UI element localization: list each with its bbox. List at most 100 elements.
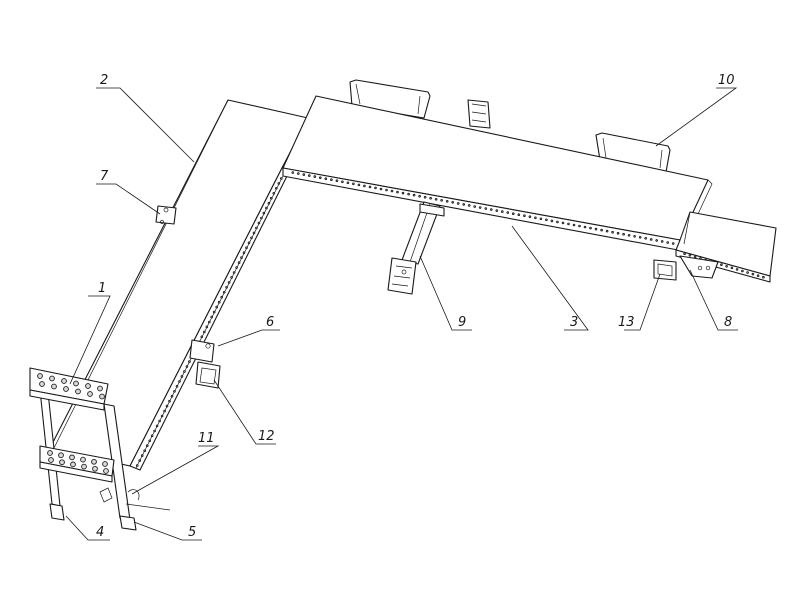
perforation-hole <box>429 196 432 200</box>
perforation-hole <box>473 205 477 208</box>
perforation-hole <box>633 235 636 238</box>
perforation-hole <box>556 220 559 224</box>
perforation-hole <box>583 225 587 229</box>
part-3-main-platform <box>282 95 713 251</box>
perforation-hole <box>225 285 228 289</box>
perforation-hole <box>561 221 565 225</box>
perforation-hole <box>165 404 169 408</box>
perforation-hole <box>756 274 760 278</box>
perforation-hole <box>222 290 226 294</box>
perforation-hole <box>173 389 176 393</box>
perforation-hole <box>440 199 443 202</box>
callout-labels: 1 2 3 4 5 6 7 8 9 10 11 12 13 <box>96 73 735 540</box>
perforation-hole <box>307 174 311 177</box>
perforation-hole <box>725 264 728 268</box>
perforation-hole <box>175 384 179 388</box>
perforation-hole <box>462 203 466 206</box>
perforation-hole <box>762 275 765 279</box>
perforation-hole <box>550 219 554 223</box>
part-2-walkway-left <box>49 99 309 471</box>
perforation-hole <box>272 192 276 195</box>
perforation-hole <box>390 189 394 193</box>
callout-9: 9 <box>458 315 466 330</box>
perforation-hole <box>247 241 251 245</box>
part-11-hook <box>99 487 171 511</box>
callout-11: 11 <box>198 431 215 446</box>
step-hole <box>102 461 108 467</box>
perforation-hole <box>232 271 236 274</box>
step-hole <box>87 391 93 397</box>
perforation-hole <box>589 226 592 230</box>
perforation-hole <box>401 191 405 195</box>
perforation-hole <box>489 208 493 211</box>
step-hole <box>97 385 103 392</box>
perforation-hole <box>418 194 421 198</box>
perforation-hole <box>605 229 609 233</box>
perforation-hole <box>500 210 504 213</box>
perforation-hole <box>374 186 377 190</box>
perforation-hole <box>534 216 537 220</box>
perforation-hole <box>330 178 333 182</box>
step-hole <box>51 383 57 390</box>
perforation-hole <box>260 216 263 220</box>
perforation-hole <box>451 201 455 204</box>
callout-6: 6 <box>266 315 274 330</box>
perforation-hole <box>291 171 295 174</box>
perforation-hole <box>655 239 658 242</box>
perforation-hole <box>265 206 268 210</box>
perforation-hole <box>255 226 258 230</box>
callout-13: 13 <box>618 315 635 330</box>
step-hole <box>48 457 54 463</box>
part-9-support <box>387 201 445 295</box>
perforation-hole <box>368 185 372 189</box>
perforation-hole <box>407 192 410 196</box>
step-hole <box>69 454 75 461</box>
perforation-hole <box>274 187 278 190</box>
step-hole <box>47 450 53 456</box>
perforation-hole <box>539 217 543 221</box>
perforation-hole <box>267 201 271 205</box>
part-8-bracket <box>679 255 719 279</box>
part-12-clamp <box>195 361 221 389</box>
leader-lines <box>65 87 738 541</box>
callout-4: 4 <box>96 525 104 540</box>
perforation-hole <box>210 315 214 319</box>
perforation-hole <box>746 271 749 274</box>
perforation-hole <box>313 175 317 178</box>
perforation-hole <box>644 237 647 240</box>
perforation-hole <box>245 246 248 250</box>
perforation-hole <box>203 330 206 334</box>
perforation-hole <box>683 252 686 256</box>
perforation-hole <box>250 236 253 240</box>
perforation-hole <box>185 365 189 368</box>
step-hole <box>61 378 67 384</box>
step-hole <box>92 465 98 472</box>
perforation-hole <box>346 181 350 185</box>
perforation-hole <box>660 240 664 243</box>
perforation-hole <box>205 325 209 329</box>
perforation-hole <box>335 179 339 183</box>
perforation-hole <box>138 459 142 462</box>
perforation-hole <box>145 444 149 448</box>
perforation-hole <box>611 230 614 234</box>
perforation-hole <box>506 211 510 214</box>
part-6-clamp <box>189 339 215 363</box>
perforation-hole <box>240 256 243 259</box>
part-13-clamp <box>653 259 677 281</box>
callout-7: 7 <box>100 169 109 184</box>
perforation-hole <box>302 173 306 176</box>
perforation-hole <box>751 272 755 276</box>
perforation-hole <box>140 454 144 457</box>
perforation-hole <box>720 263 723 267</box>
perforation-hole <box>279 177 283 180</box>
step-hole <box>49 375 55 382</box>
perforation-hole <box>545 218 548 222</box>
perforation-hole <box>730 266 734 270</box>
perforation-hole <box>318 176 322 180</box>
perforation-hole <box>484 207 488 210</box>
perforation-hole <box>212 310 216 314</box>
perforation-hole <box>456 202 460 205</box>
perforation-hole <box>528 215 532 219</box>
